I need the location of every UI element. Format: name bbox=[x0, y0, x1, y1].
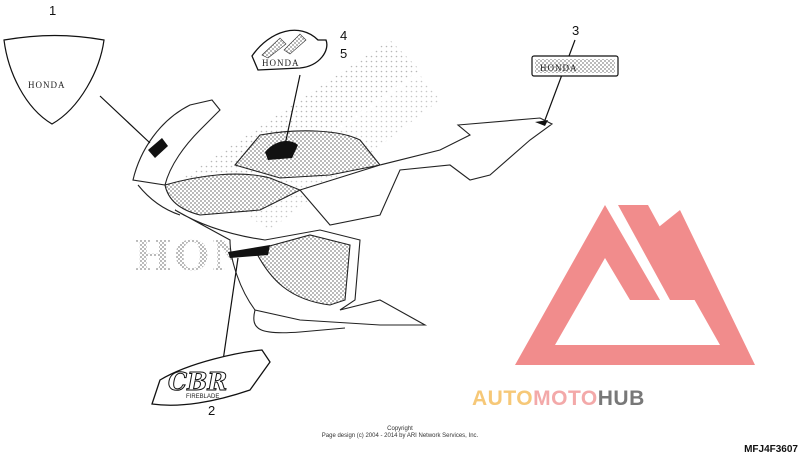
tank-decal-mark bbox=[265, 140, 298, 160]
diagram-code: MFJ4F3607 bbox=[744, 444, 798, 455]
leader-lines bbox=[99, 39, 576, 396]
tank-emblem-text: HONDA bbox=[262, 58, 300, 68]
svg-text:AUTOMOTOHUB: AUTOMOTOHUB bbox=[472, 387, 645, 410]
part-1-windscreen-decal: HONDA bbox=[3, 34, 105, 125]
watermark-logo: AUTOMOTOHUB bbox=[472, 205, 755, 410]
watermark-auto: AUTO bbox=[472, 387, 533, 410]
callout-3: 3 bbox=[572, 23, 579, 38]
windscreen-decal-mark bbox=[148, 138, 168, 158]
callout-4: 4 bbox=[340, 28, 347, 43]
model-badge-text: CBR bbox=[168, 367, 227, 396]
callout-5: 5 bbox=[340, 46, 347, 61]
side-badge-mark bbox=[228, 245, 270, 258]
model-badge-subtext: FIREBLADE bbox=[186, 394, 219, 400]
copyright-line-2: Page design (c) 2004 - 2014 by ARI Netwo… bbox=[322, 433, 479, 439]
watermark-moto: MOTO bbox=[533, 387, 598, 410]
motorcycle-fairing bbox=[132, 99, 554, 334]
copyright-line-1: Copyright bbox=[387, 426, 413, 432]
callout-1: 1 bbox=[49, 3, 56, 18]
tail-decal-text: HONDA bbox=[540, 63, 578, 73]
windscreen-decal-text: HONDA bbox=[28, 80, 66, 90]
tail-decal-mark bbox=[535, 120, 548, 126]
part-3-tail-decal: HONDA bbox=[531, 55, 619, 77]
part-2-model-badge: CBR FIREBLADE bbox=[151, 349, 271, 406]
callout-2: 2 bbox=[208, 403, 215, 418]
part-4-5-tank-emblem: HONDA bbox=[251, 29, 328, 71]
decal-placement-marks bbox=[148, 120, 548, 258]
watermark-hub: HUB bbox=[598, 387, 645, 410]
